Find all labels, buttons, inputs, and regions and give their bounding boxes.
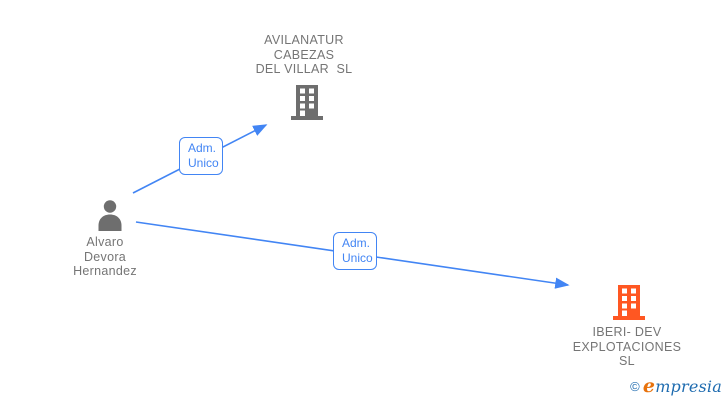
copyright-icon: © xyxy=(630,379,640,394)
brand-name: mpresia xyxy=(655,377,722,396)
brand-initial: e xyxy=(642,375,656,397)
building-icon[interactable] xyxy=(612,285,646,321)
company-name-iberi-dev: IBERI- DEV EXPLOTACIONES SL xyxy=(572,325,682,368)
company-name-avilanatur: AVILANATUR CABEZAS DEL VILLAR SL xyxy=(255,33,353,76)
person-name: Alvaro Devora Hernandez xyxy=(73,235,137,278)
edge-label-adm-unico-1: Adm. Unico xyxy=(179,137,223,175)
brand-logo[interactable]: ©empresia xyxy=(630,375,722,397)
building-icon[interactable] xyxy=(290,85,324,121)
person-icon[interactable] xyxy=(97,200,123,231)
edge-label-adm-unico-2: Adm. Unico xyxy=(333,232,377,270)
